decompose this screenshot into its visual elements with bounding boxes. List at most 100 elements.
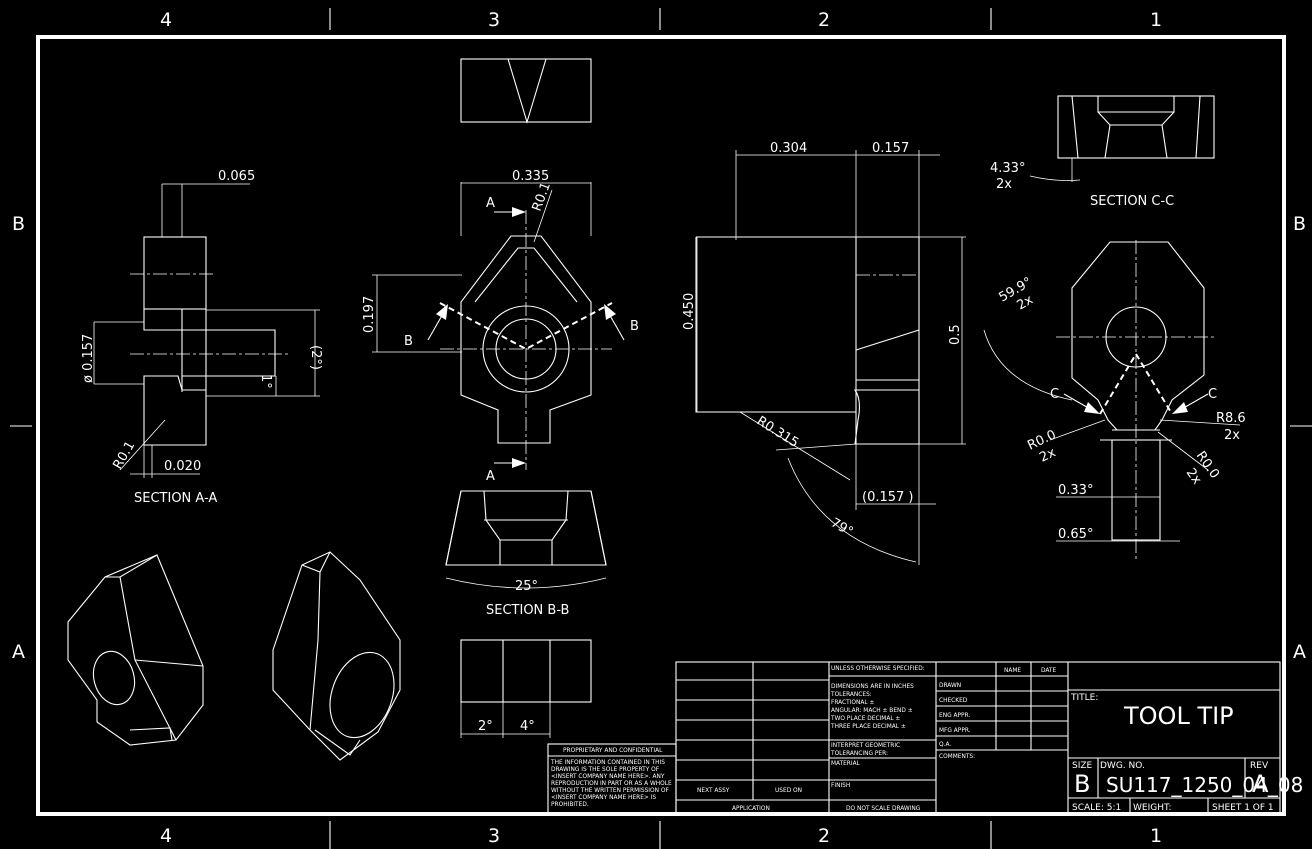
isometric-view-right (272, 551, 401, 761)
drawing-border (10, 8, 1312, 849)
dim-aa-angle: 1° (258, 374, 273, 389)
drawing-title: TOOL TIP (1123, 702, 1234, 730)
dim-side-right: 0.5 (948, 324, 963, 345)
section-b-b-view: 25° SECTION B-B (445, 490, 607, 618)
dim-side-top-right: 0.157 (872, 141, 909, 156)
tb-row-drawn: DRAWN (939, 681, 961, 689)
tb-scale: SCALE: 5:1 (1072, 803, 1121, 813)
title-block: NEXT ASSY USED ON APPLICATION UNLESS OTH… (675, 661, 1303, 815)
tb-rev: A (1252, 770, 1269, 798)
dim-main-height: 0.197 (362, 296, 377, 333)
tb-tol-4: TWO PLACE DECIMAL ± (830, 714, 900, 722)
dim-right-r00-left-count: 2x (1037, 445, 1058, 465)
dim-bottom-right: 4° (520, 719, 535, 734)
dim-side-bottom: (0.157 ) (862, 490, 914, 505)
dim-right-033: 0.33° (1058, 483, 1093, 498)
label-a-top: A (486, 196, 495, 211)
proprietary-line-2: <INSERT COMPANY NAME HERE>. ANY (551, 772, 665, 780)
dim-right-r86: R8.6 (1216, 411, 1246, 426)
label-c-right: C (1208, 387, 1217, 402)
zone-top-1: 1 (1150, 9, 1162, 31)
tb-dwg-label: DWG. NO. (1100, 761, 1145, 771)
dim-side-left: 0.450 (682, 293, 697, 330)
tb-tol-1: TOLERANCES: (830, 690, 872, 698)
tb-size-label: SIZE (1072, 761, 1093, 771)
proprietary-line-0: THE INFORMATION CONTAINED IN THIS (550, 758, 665, 766)
section-c-c-view: 4.33° 2x SECTION C-C (990, 95, 1215, 209)
zone-top-4: 4 (160, 9, 172, 31)
tb-tol-2: FRACTIONAL ± (831, 698, 875, 706)
isometric-view-left (67, 554, 204, 746)
section-b-b-title: SECTION B-B (486, 603, 569, 618)
dim-bottom-left: 2° (478, 719, 493, 734)
dim-side-top-left: 0.304 (770, 141, 807, 156)
dim-cc-count: 2x (996, 177, 1012, 192)
dim-main-width: 0.335 (512, 169, 549, 184)
tb-tol-0: DIMENSIONS ARE IN INCHES (831, 682, 914, 690)
proprietary-line-6: PROHIBITED. (551, 800, 589, 808)
proprietary-notice: PROPRIETARY AND CONFIDENTIAL THE INFORMA… (547, 743, 677, 815)
label-a-bottom: A (486, 469, 495, 484)
tb-col-date: DATE (1041, 666, 1056, 674)
label-b-right: B (630, 319, 639, 334)
top-wedge-view (460, 58, 592, 124)
proprietary-title: PROPRIETARY AND CONFIDENTIAL (563, 746, 663, 754)
tb-row-mfg: MFG APPR. (939, 726, 971, 734)
tb-weight: WEIGHT: (1133, 803, 1172, 813)
dim-side-radius: R0.315 (754, 414, 801, 451)
dim-aa-bottom: 0.020 (164, 459, 201, 474)
bottom-view: 2° 4° (460, 639, 592, 738)
dim-right-065: 0.65° (1058, 527, 1093, 542)
tb-application: APPLICATION (732, 804, 770, 812)
tb-row-qa: Q.A. (939, 740, 951, 748)
tb-comments: COMMENTS: (939, 752, 975, 760)
dim-aa-height: (2°) (308, 345, 323, 370)
proprietary-line-1: DRAWING IS THE SOLE PROPERTY OF (551, 765, 660, 773)
tb-interpret-1: TOLERANCING PER: (830, 749, 888, 757)
main-front-view: 0.335 0.197 R0.1 A A B B (362, 169, 639, 484)
dim-bb-angle: 25° (515, 579, 538, 594)
tb-finish: FINISH (831, 781, 850, 789)
tb-material: MATERIAL (831, 759, 861, 767)
dim-right-angle-count: 2x (1015, 292, 1037, 313)
tb-used-on: USED ON (775, 786, 802, 794)
tb-next-assy: NEXT ASSY (697, 786, 730, 794)
right-view: 59.9° 2x C C R8.6 2x R0.0 2x R0.0 2x 0.3… (983, 240, 1246, 560)
tb-do-not-scale: DO NOT SCALE DRAWING (846, 804, 921, 812)
section-a-a-view: 0.065 ø 0.157 (2°) 1° R0.1 0.020 SECTION… (81, 169, 323, 506)
zone-right-a: A (1293, 641, 1306, 663)
section-a-a-title: SECTION A-A (134, 491, 217, 506)
tb-size: B (1074, 770, 1090, 798)
tb-col-name: NAME (1004, 666, 1021, 674)
tb-dwg-no: SU117_1250_04_08 (1106, 773, 1303, 797)
dim-aa-top: 0.065 (218, 169, 255, 184)
zone-bottom-1: 1 (1150, 825, 1162, 847)
tb-tol-3: ANGULAR: MACH ± BEND ± (831, 706, 913, 714)
proprietary-line-4: WITHOUT THE WRITTEN PERMISSION OF (551, 786, 669, 794)
label-c-left: C (1050, 387, 1059, 402)
zone-labels: 4 3 2 1 4 3 2 1 B A B A (12, 9, 1306, 847)
label-b-left: B (404, 334, 413, 349)
proprietary-line-5: <INSERT COMPANY NAME HERE> IS (551, 793, 656, 801)
tb-interpret-0: INTERPRET GEOMETRIC (831, 741, 900, 749)
tb-row-checked: CHECKED (939, 696, 968, 704)
section-c-c-title: SECTION C-C (1090, 194, 1174, 209)
zone-left-b: B (12, 213, 25, 235)
tb-tol-5: THREE PLACE DECIMAL ± (830, 722, 906, 730)
tb-unless: UNLESS OTHERWISE SPECIFIED: (831, 664, 925, 672)
zone-right-b: B (1293, 213, 1306, 235)
tb-row-eng: ENG APPR. (939, 711, 970, 719)
zone-left-a: A (12, 641, 25, 663)
zone-top-2: 2 (818, 9, 830, 31)
tb-rev-label: REV (1250, 761, 1269, 771)
dim-cc-angle: 4.33° (990, 161, 1025, 176)
dim-main-radius: R0.1 (530, 180, 554, 213)
tb-title-label: TITLE: (1070, 693, 1098, 703)
tb-sheet: SHEET 1 OF 1 (1212, 803, 1274, 813)
dim-aa-radius: R0.1 (110, 439, 138, 472)
dim-right-r86-count: 2x (1224, 428, 1240, 443)
dim-aa-dia: ø 0.157 (81, 334, 96, 383)
proprietary-line-3: REPRODUCTION IN PART OR AS A WHOLE (551, 779, 672, 787)
zone-bottom-3: 3 (488, 825, 500, 847)
